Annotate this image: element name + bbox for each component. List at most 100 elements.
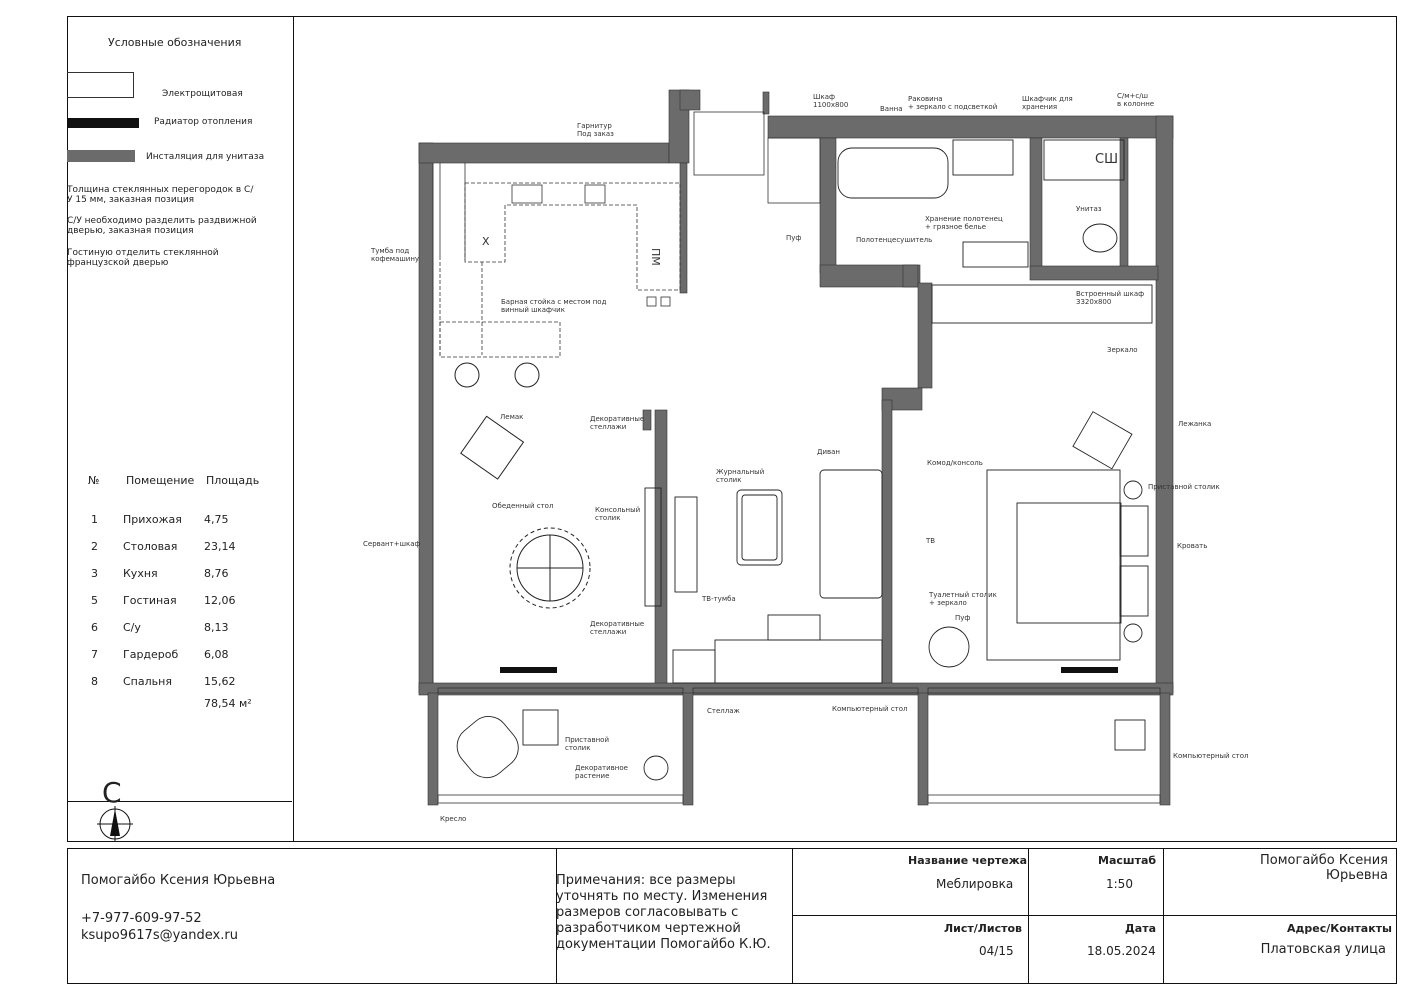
plan-label-hranenie: Хранение полотенец+ грязное белье <box>925 215 1003 231</box>
room-num: 2 <box>91 540 98 553</box>
plan-label-puf2: Пуф <box>955 614 970 622</box>
plan-label-pm: ПМ <box>649 248 662 266</box>
legend-note-3: Гостиную отделить стеклянной французской… <box>67 248 219 268</box>
compass-letter: С <box>102 776 122 809</box>
plan-label-stellazh: Стеллаж <box>707 707 741 715</box>
radiators <box>500 667 1118 673</box>
legend-installation-label: Инсталяция для унитаза <box>146 152 265 162</box>
plan-label-kreslo: Кресло <box>440 815 466 823</box>
plan-label-servant: Сервант+шкаф <box>363 540 420 548</box>
sheet-label: Лист/Листов <box>944 922 1023 935</box>
legend-title: Условные обозначения <box>108 36 242 49</box>
title-value: Меблировка <box>936 877 1014 891</box>
balcony-furniture <box>456 709 1146 781</box>
room-num: 1 <box>91 513 98 526</box>
bathroom-fixtures <box>837 139 1125 268</box>
room-total: 78,54 м² <box>204 697 252 710</box>
title-block: Помогайбо Ксения Юрьевна +7-977-609-97-5… <box>67 848 1397 984</box>
room-num: 7 <box>91 648 98 661</box>
sheet-value: 04/15 <box>979 944 1014 958</box>
legend-radiator-label: Радиатор отопления <box>154 117 253 127</box>
walls <box>418 89 1174 806</box>
plan-label-lezhanka: Лежанка <box>1178 420 1211 428</box>
room-area: 6,08 <box>204 648 229 661</box>
radiator-symbol <box>67 118 139 128</box>
bar-stools <box>454 362 540 388</box>
title-label: Название чертежа <box>908 854 1028 867</box>
designer-name: Помогайбо Ксения Юрьевна <box>1260 853 1388 883</box>
plan-label-unitaz: Унитаз <box>1076 205 1102 213</box>
room-area: 8,13 <box>204 621 229 634</box>
installation-symbol <box>67 150 135 162</box>
room-num: 6 <box>91 621 98 634</box>
room-name: Спальня <box>123 675 172 688</box>
plan-label-tv_tumba: ТВ-тумба <box>701 595 736 603</box>
room-num: 8 <box>91 675 98 688</box>
plan-label-komp_stol1: Компьютерный стол <box>832 705 908 713</box>
plan-label-tv: ТВ <box>925 537 935 545</box>
room-name: Кухня <box>123 567 158 580</box>
legend-note-2: С/У необходимо разделить раздвижной двер… <box>67 216 257 236</box>
address-value: Платовская улица <box>1260 942 1386 957</box>
room-name: Гостиная <box>123 594 177 607</box>
col-num: № <box>88 474 100 487</box>
plan-label-lemak: Лемак <box>500 413 523 421</box>
room-name: Прихожая <box>123 513 182 526</box>
col-area: Площадь <box>206 474 260 487</box>
room-name: С/у <box>123 621 141 634</box>
plan-label-x: Х <box>482 235 490 248</box>
scale-value: 1:50 <box>1106 877 1133 891</box>
plan-label-vanna: Ванна <box>880 105 903 113</box>
divider <box>1028 849 1029 983</box>
dining-set <box>460 415 591 609</box>
divider <box>792 915 1396 916</box>
living-furniture <box>644 469 883 684</box>
bedroom-furniture <box>928 284 1153 668</box>
plan-label-komod: Комод/консоль <box>927 459 983 467</box>
plan-label-rakovina: Раковина+ зеркало с подсветкой <box>908 95 997 111</box>
legend-panel: Условные обозначения Электрощитовая Ради… <box>67 16 294 842</box>
plan-label-divan: Диван <box>817 448 840 456</box>
room-area: 15,62 <box>204 675 236 688</box>
plan-label-zerkalo: Зеркало <box>1107 346 1138 354</box>
divider <box>792 849 793 983</box>
electro-symbol <box>67 72 134 98</box>
windows <box>432 111 1161 804</box>
divider <box>556 849 557 983</box>
room-name: Гардероб <box>123 648 179 661</box>
plan-label-obed_stol: Обеденный стол <box>492 502 553 510</box>
col-room: Помещение <box>126 474 195 487</box>
date-label: Дата <box>1125 922 1157 935</box>
room-name: Столовая <box>123 540 178 553</box>
author-name: Помогайбо Ксения Юрьевна <box>81 873 276 888</box>
room-num: 3 <box>91 567 98 580</box>
kitchen-counters <box>439 182 681 358</box>
room-num: 5 <box>91 594 98 607</box>
legend-note-1: Толщина стеклянных перегородок в С/У 15 … <box>67 185 254 205</box>
plan-label-komp_stol2: Компьютерный стол <box>1173 752 1249 760</box>
legend-divider <box>67 801 292 802</box>
drawing-notes: Примечания: все размеры уточнять по мест… <box>556 873 771 952</box>
room-area: 4,75 <box>204 513 229 526</box>
date-value: 18.05.2024 <box>1087 944 1156 958</box>
plan-label-sch: СШ <box>1095 152 1118 167</box>
address-label: Адрес/Контакты <box>1286 922 1392 935</box>
room-area: 8,76 <box>204 567 229 580</box>
scale-label: Масштаб <box>1098 854 1157 867</box>
sink <box>584 184 606 204</box>
legend-electro-label: Электрощитовая <box>162 89 243 99</box>
plan-label-krovat: Кровать <box>1177 542 1207 550</box>
